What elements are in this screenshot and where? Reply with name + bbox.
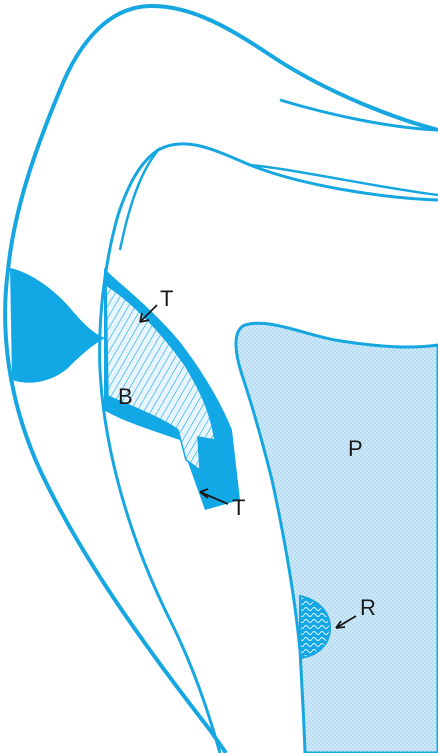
enamel-lesion <box>10 268 105 383</box>
label-pulp: P <box>348 436 363 461</box>
label-tertiary-bottom: T <box>232 495 245 520</box>
label-tertiary-top: T <box>160 286 173 311</box>
dentin-inner-line <box>120 148 438 250</box>
pulp-chamber <box>236 323 438 753</box>
label-bacteria: B <box>118 384 133 409</box>
label-reparative: R <box>360 595 376 620</box>
